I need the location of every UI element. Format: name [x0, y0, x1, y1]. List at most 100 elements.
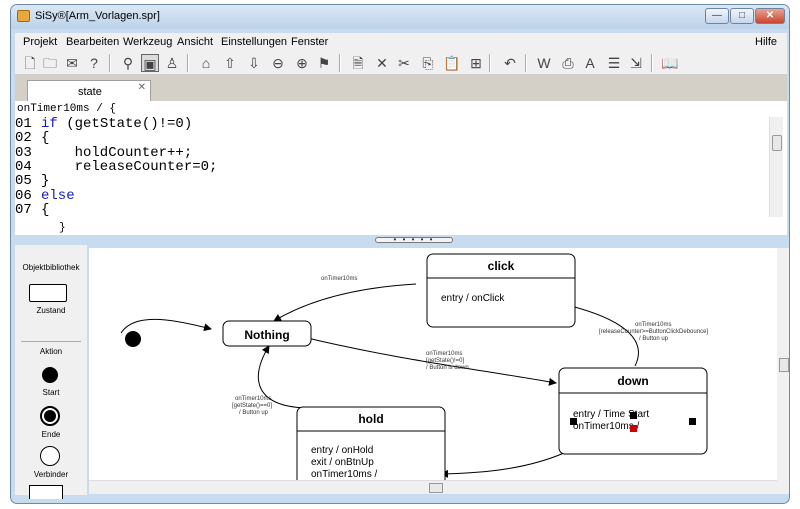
cut-icon[interactable]: ✕: [376, 55, 388, 71]
label-nothing-down-event: onTimer10ms: [426, 351, 462, 357]
transition-arrows: [120, 283, 639, 478]
zoom-in-icon[interactable]: ⊕: [296, 55, 308, 71]
list-icon[interactable]: ☰: [607, 55, 621, 71]
diagram-canvas[interactable]: Nothing click entry / onClick down entry…: [89, 248, 777, 480]
down-arrow-icon[interactable]: ⇩: [248, 55, 260, 71]
menu-fenster[interactable]: Fenster: [291, 36, 329, 48]
state-shape-item[interactable]: [29, 284, 67, 302]
state-click[interactable]: [426, 253, 576, 328]
menu-projekt[interactable]: Projekt: [23, 36, 58, 48]
toolbar-separator: [651, 54, 653, 72]
app-icon: [17, 10, 30, 22]
person-icon[interactable]: ♙: [165, 55, 179, 71]
window-icon[interactable]: ▣: [141, 54, 159, 72]
note-item[interactable]: [29, 485, 63, 499]
help-icon[interactable]: ?: [90, 55, 98, 71]
selection-handle-right[interactable]: [689, 418, 696, 425]
line-number: 07: [15, 201, 32, 217]
state-hold-entry: entry / onHold: [311, 445, 373, 456]
transition-hold-nothing[interactable]: [257, 345, 312, 409]
menu-hilfe[interactable]: Hilfe: [755, 36, 778, 48]
menu-bearbeiten[interactable]: Bearbeiten: [66, 36, 120, 48]
label-hold-nothing-guard: [getState()==0]: [232, 403, 272, 409]
selection-handle-active[interactable]: [630, 425, 637, 432]
state-down[interactable]: [558, 367, 708, 455]
editor-scroll-thumb[interactable]: [772, 135, 782, 151]
code-line[interactable]: 04 releaseCounter=0;: [15, 160, 217, 174]
state-nothing[interactable]: [222, 320, 312, 347]
minimize-button[interactable]: —: [705, 8, 729, 24]
connector-item[interactable]: [40, 446, 60, 466]
up-arrow-icon[interactable]: ⇧: [224, 55, 236, 71]
zustand-label: Zustand: [36, 306, 66, 315]
splitter-handle[interactable]: • • • • •: [375, 236, 453, 244]
label-down-click-event: onTimer10ms: [635, 322, 671, 328]
open-folder-icon[interactable]: 🗀: [43, 55, 57, 71]
zoom-out-icon[interactable]: ⊖: [272, 55, 284, 71]
transition-click-nothing[interactable]: [273, 283, 417, 322]
tab-state[interactable]: state ✕: [27, 80, 151, 101]
code-text: {: [41, 130, 50, 147]
canvas-hscroll-thumb[interactable]: [429, 483, 443, 493]
home-icon[interactable]: ⌂: [201, 55, 211, 71]
code-text: }: [41, 173, 50, 190]
undo-icon[interactable]: ↶: [504, 55, 516, 71]
selection-handle-left[interactable]: [570, 418, 577, 425]
maximize-button[interactable]: □: [730, 8, 754, 24]
transition-down-hold[interactable]: [440, 452, 565, 478]
label-down-click-guard: [releaseCounter>=ButtonClickDebounce]: [599, 329, 708, 335]
binoculars-icon[interactable]: ⚲: [122, 55, 134, 71]
new-file-icon[interactable]: 🗋: [24, 55, 36, 71]
code-line[interactable]: 02 {: [15, 131, 49, 145]
copy-icon[interactable]: ⎘: [422, 55, 434, 71]
state-down-ontimer: onTimer10ms /: [573, 421, 640, 432]
code-line[interactable]: 07{: [15, 203, 49, 217]
export-icon[interactable]: ⇲: [630, 55, 642, 71]
state-diagram[interactable]: Nothing click entry / onClick down entry…: [89, 248, 777, 480]
code-keyword: else: [41, 187, 75, 204]
w-icon[interactable]: W: [537, 55, 551, 71]
code-line[interactable]: 03 holdCounter++;: [15, 146, 192, 160]
canvas-horizontal-scrollbar[interactable]: [89, 480, 777, 494]
panel-divider: [21, 341, 81, 342]
print-icon[interactable]: ⎙: [562, 55, 574, 71]
initial-state-node[interactable]: [125, 331, 141, 347]
tab-close-icon[interactable]: ✕: [137, 82, 146, 93]
initial-transition[interactable]: [120, 318, 212, 334]
mail-icon[interactable]: ✉: [66, 55, 78, 71]
toolbar-separator: [109, 54, 111, 72]
canvas-vertical-scrollbar[interactable]: [777, 248, 789, 494]
properties-icon[interactable]: ⚑: [317, 55, 331, 71]
end-node-item[interactable]: [40, 406, 60, 426]
canvas-vscroll-thumb[interactable]: [779, 358, 789, 372]
editor-scrollbar[interactable]: [769, 117, 783, 217]
grid-icon[interactable]: ⊞: [470, 55, 482, 71]
menu-ansicht[interactable]: Ansicht: [177, 36, 214, 48]
transition-down-click[interactable]: [566, 302, 639, 367]
book-icon[interactable]: 📖: [661, 55, 679, 71]
font-icon[interactable]: A: [585, 55, 595, 71]
verbinder-label: Verbinder: [33, 470, 69, 479]
state-hold[interactable]: [296, 406, 446, 480]
code-text: holdCounter++;: [41, 144, 193, 161]
line-number: 02: [15, 130, 32, 147]
transition-nothing-down[interactable]: [298, 335, 557, 386]
scissors-icon[interactable]: ✂: [398, 55, 410, 71]
label-nothing-down-action: / Button is down: [426, 365, 469, 371]
close-button[interactable]: ✕: [755, 8, 785, 24]
toolbar-separator: [525, 54, 527, 72]
selection-handle-top[interactable]: [630, 412, 637, 419]
menu-einstellungen[interactable]: Einstellungen: [221, 36, 288, 48]
start-node-item[interactable]: [42, 367, 58, 383]
state-click-entry: entry / onClick: [441, 293, 505, 304]
code-line[interactable]: 05}: [15, 174, 49, 188]
line-number: 01: [15, 117, 32, 132]
paste-icon[interactable]: 📋: [443, 55, 461, 71]
document-icon[interactable]: 🗎: [352, 55, 364, 71]
menu-werkzeug[interactable]: Werkzeug: [123, 36, 173, 48]
label-nothing-down-guard: [getState()!=0]: [426, 358, 465, 364]
